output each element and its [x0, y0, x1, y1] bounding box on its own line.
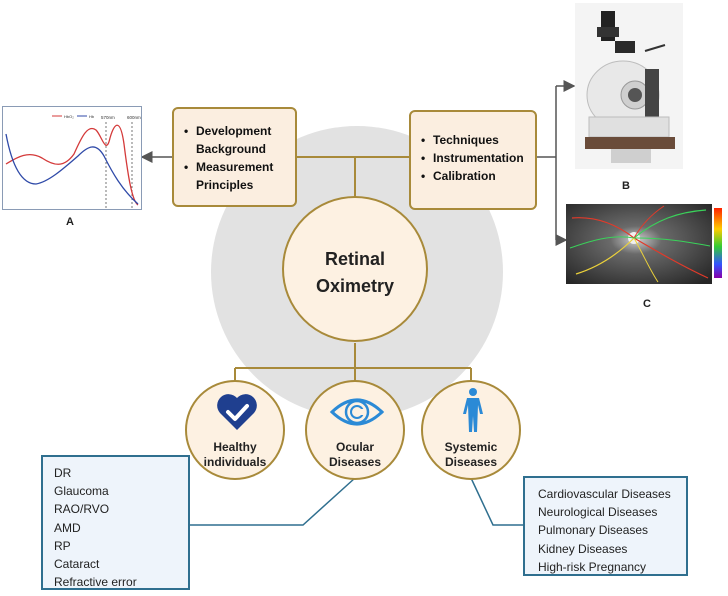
ocular-disease-item: Glaucoma	[54, 484, 109, 499]
ocular-diseases-circle: Ocular Diseases	[305, 380, 405, 480]
ocular-disease-item: DR	[54, 466, 72, 480]
systemic-disease-item: Pulmonary Diseases	[538, 523, 649, 538]
panel-label-a: A	[66, 216, 74, 228]
techniques-item: Techniques	[421, 131, 527, 149]
systemic-disease-item: Cardiovascular Diseases	[538, 487, 671, 501]
systemic-disease-item: Neurological Diseases	[538, 505, 658, 520]
ocular-disease-item: Cataract	[54, 557, 100, 572]
systemic-disease-item: Kidney Diseases	[538, 541, 628, 556]
healthy-line1: Healthy	[213, 440, 257, 454]
eye-icon	[329, 398, 385, 426]
techniques-box: Techniques Instrumentation Calibration	[409, 110, 537, 210]
center-title-line1: Retinal	[324, 249, 385, 269]
ocular-diseases-list: DR Glaucoma RAO/RVO AMD RP Cataract Refr…	[41, 455, 190, 590]
ocular-disease-item: RP	[54, 538, 71, 553]
legend-label: HbO₂	[64, 114, 74, 119]
calibration-item: Calibration	[421, 167, 527, 185]
legend-label: Hb	[89, 114, 95, 119]
systemic-line2: Diseases	[444, 455, 498, 469]
systemic-diseases-list: Cardiovascular Diseases Neurological Dis…	[523, 476, 688, 576]
ocular-line1: Ocular	[335, 440, 374, 454]
hb-curve	[5, 133, 139, 205]
ocular-disease-item: Refractive error	[54, 575, 137, 590]
panel-label-b: B	[622, 180, 630, 192]
healthy-individuals-circle: Healthy individuals	[185, 380, 285, 480]
systemic-diseases-circle: Systemic Diseases	[421, 380, 521, 480]
center-title-line2: Oximetry	[315, 276, 395, 296]
oximeter-device-panel	[575, 3, 683, 169]
marker-label: 600nm	[127, 115, 141, 120]
development-item: Development Background	[184, 122, 287, 158]
marker-label: 570nm	[101, 115, 115, 120]
ocular-disease-item: RAO/RVO	[54, 502, 110, 517]
systemic-disease-item: High-risk Pregnancy	[538, 559, 647, 574]
instrumentation-item: Instrumentation	[421, 149, 527, 167]
oximetry-map-panel	[566, 204, 722, 284]
development-box: Development Background Measurement Princ…	[172, 107, 297, 207]
panel-label-c: C	[643, 298, 651, 310]
hbo2-curve	[5, 124, 139, 206]
absorption-spectrum-panel: 570nm 600nm HbO₂ Hb	[2, 106, 142, 210]
retinal-oximetry-circle: Retinal Oximetry	[282, 196, 428, 342]
heart-check-icon	[217, 394, 257, 430]
color-scale-bar	[714, 208, 722, 278]
measurement-item: Measurement Principles	[184, 158, 287, 194]
ocular-line2: Diseases	[328, 455, 382, 469]
systemic-line1: Systemic	[444, 440, 498, 454]
healthy-line2: individuals	[203, 455, 267, 469]
human-body-icon	[463, 388, 483, 432]
ocular-disease-item: AMD	[54, 520, 81, 535]
